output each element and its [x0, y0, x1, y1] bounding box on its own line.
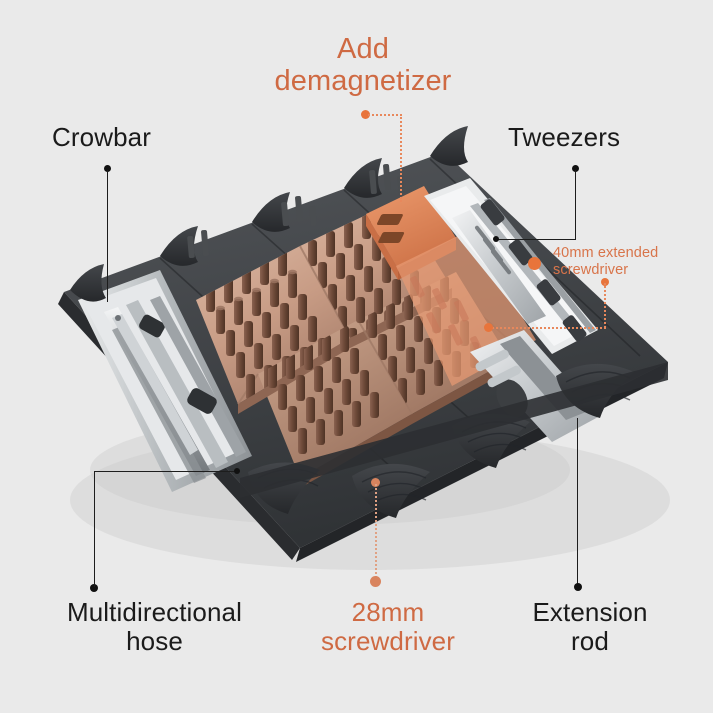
demagnetizer-leader-dot	[361, 110, 370, 119]
hose-leader-line-h	[94, 471, 238, 473]
demagnetizer-leader-line-v	[400, 114, 402, 202]
tweezers-leader-endpoint	[493, 236, 499, 242]
extension-rod-leader-line	[577, 418, 579, 584]
hose-leader-endpoint	[234, 468, 240, 474]
callout-extended-screwdriver-label: 40mm extended screwdriver	[553, 245, 659, 279]
extension-rod-leader-dot	[574, 583, 582, 591]
crowbar-leader-dot	[104, 165, 111, 172]
demagnetizer-leader-line-h	[368, 114, 402, 116]
callout-crowbar-label: Crowbar	[52, 122, 151, 152]
hose-leader-dot	[90, 584, 98, 592]
extended-screwdriver-leader-line-h	[488, 327, 606, 329]
callout-tweezers-label: Tweezers	[508, 122, 621, 152]
tweezers-leader-dot	[572, 165, 579, 172]
callout-extension-rod-label: Extension rod	[532, 597, 648, 657]
tweezers-leader-line-h	[496, 239, 576, 241]
callout-hose-label: Multidirectional hose	[66, 597, 242, 657]
extended-screwdriver-marker-dot	[528, 257, 541, 270]
screwdriver-28-bottom-dot	[370, 576, 381, 587]
extended-screwdriver-leader-endpoint	[484, 323, 493, 332]
extended-screwdriver-leader-line-v	[604, 283, 606, 328]
hose-leader-line-v	[94, 472, 96, 587]
screwdriver-28-top-dot	[371, 478, 380, 487]
screwdriver-28-leader-line	[375, 484, 377, 578]
tweezers-leader-line-v	[575, 170, 577, 240]
extended-screwdriver-leader-dot	[601, 278, 609, 286]
crowbar-leader-line	[107, 170, 109, 302]
callout-screwdriver-28-label: 28mm screwdriver	[320, 597, 455, 657]
callout-demagnetizer-label: Add demagnetizer	[274, 33, 452, 98]
